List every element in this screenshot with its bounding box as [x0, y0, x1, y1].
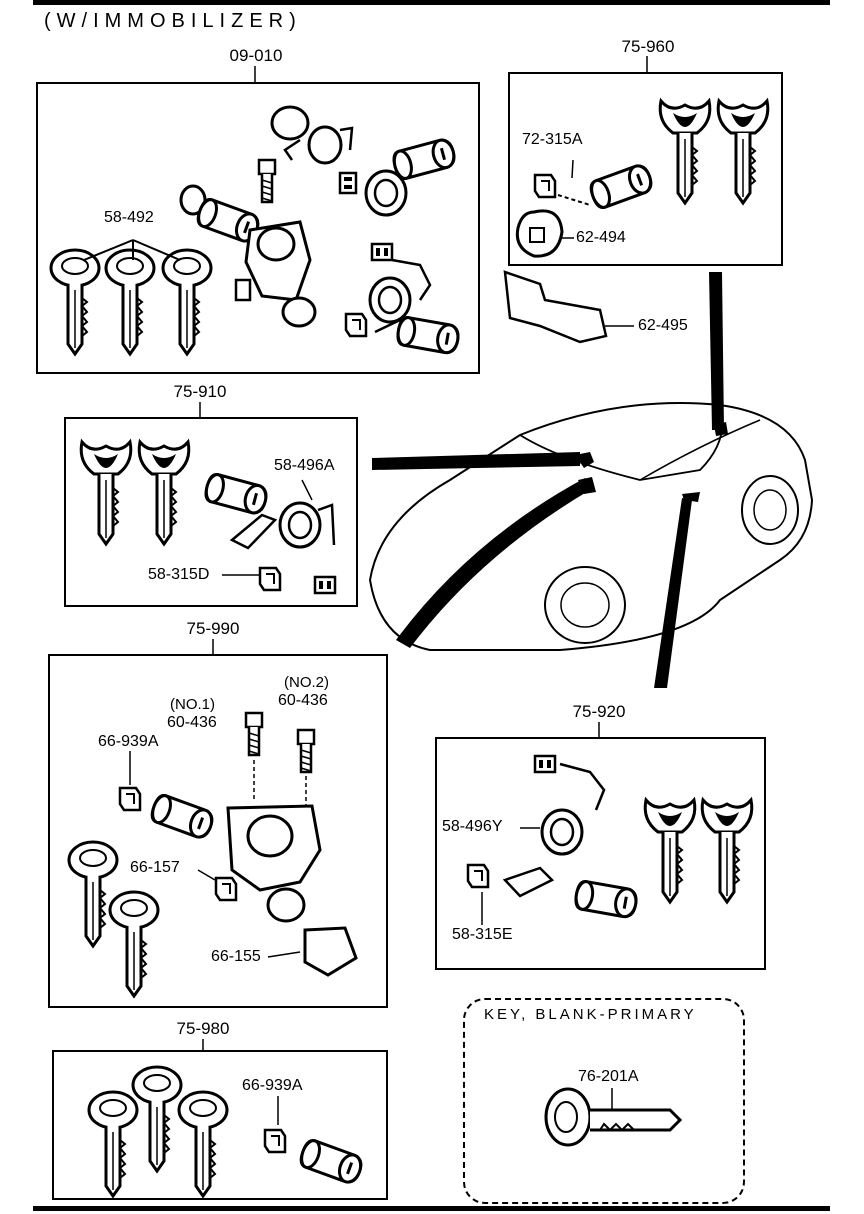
part-label-72-315A: 72-315A [522, 131, 583, 149]
panel-75-990 [48, 654, 388, 1008]
part-label-58-496A: 58-496A [274, 457, 335, 475]
group-code-75-980: 75-980 [176, 1019, 230, 1038]
bottom-rule [33, 1206, 830, 1211]
group-code-09-010: 09-010 [229, 46, 283, 65]
panel-75-960 [508, 72, 783, 266]
part-label-66-939A-75-990: 66-939A [98, 733, 159, 751]
group-code-75-920: 75-920 [572, 702, 626, 721]
panel-75-910 [64, 417, 358, 607]
part-label-62-494: 62-494 [576, 229, 626, 247]
part-label-62-495: 62-495 [638, 317, 688, 335]
part-label-66-939A-75-980: 66-939A [242, 1077, 303, 1095]
panel-75-920 [435, 737, 766, 970]
part-label-60-436-no1: 60-436 [167, 714, 217, 732]
panel-09-010 [36, 82, 480, 374]
part-label-58-492: 58-492 [104, 209, 154, 227]
panel-key-blank [463, 998, 745, 1204]
part-label-58-496Y: 58-496Y [442, 818, 503, 836]
group-code-75-990: 75-990 [186, 619, 240, 638]
part-label-58-315D: 58-315D [148, 566, 210, 584]
panel-75-980 [52, 1050, 388, 1200]
group-code-75-960: 75-960 [621, 37, 675, 56]
part-label-76-201A: 76-201A [578, 1068, 639, 1086]
part-note-no1: (NO.1) [170, 696, 215, 713]
part-label-58-315E: 58-315E [452, 926, 513, 944]
top-rule [33, 0, 830, 5]
part-label-66-155: 66-155 [211, 948, 261, 966]
part-label-66-157: 66-157 [130, 859, 180, 877]
group-code-75-910: 75-910 [173, 382, 227, 401]
key-blank-title: KEY, BLANK-PRIMARY [480, 1006, 701, 1023]
part-note-no2: (NO.2) [284, 674, 329, 691]
diagram-title: (W/IMMOBILIZER) [44, 10, 302, 32]
part-label-60-436-no2: 60-436 [278, 692, 328, 710]
